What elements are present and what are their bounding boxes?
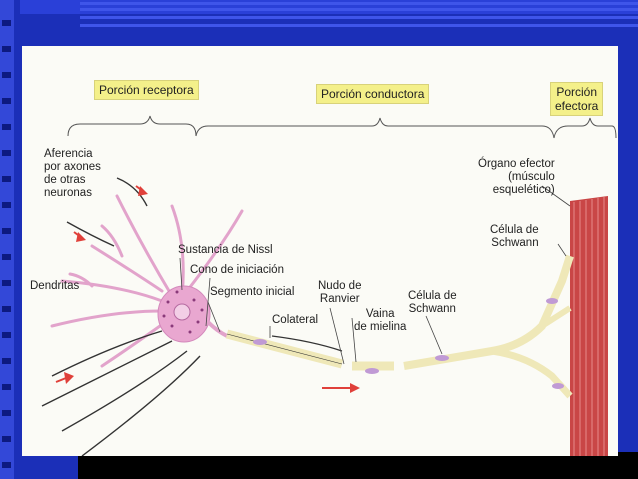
label-schwann-1: Célula de Schwann xyxy=(408,290,457,315)
label-organo: Órgano efector (músculo esquelético) xyxy=(478,158,555,196)
label-dendritas: Dendritas xyxy=(30,280,80,292)
cell-body xyxy=(157,285,211,343)
section-receptora: Porción receptora xyxy=(94,80,199,100)
label-cono: Cono de iniciación xyxy=(190,264,284,276)
section-efectora: Porción efectora xyxy=(550,82,604,116)
label-schwann-2: Célula de Schwann xyxy=(490,224,539,249)
section-braces xyxy=(67,115,617,139)
diagram-panel: Porción receptora Porción conductora Por… xyxy=(22,46,618,456)
dendrites xyxy=(50,194,244,368)
neuron-diagram xyxy=(41,115,617,456)
label-segmento: Segmento inicial xyxy=(210,286,295,298)
bottom-bar xyxy=(78,452,638,479)
label-colateral: Colateral xyxy=(272,314,319,326)
afferent-axons xyxy=(41,177,201,456)
signal-arrows xyxy=(55,185,360,393)
axon xyxy=(206,254,574,399)
label-aferencia: Aferencia por axones de otras neuronas xyxy=(44,148,101,199)
label-vaina: Vaina de mielina xyxy=(354,308,407,333)
label-nissl: Sustancia de Nissl xyxy=(178,244,273,256)
label-nudo: Nudo de Ranvier xyxy=(318,280,362,305)
muscle-fiber xyxy=(570,196,608,456)
leader-lines xyxy=(179,185,571,365)
section-conductora: Porción conductora xyxy=(316,84,430,104)
